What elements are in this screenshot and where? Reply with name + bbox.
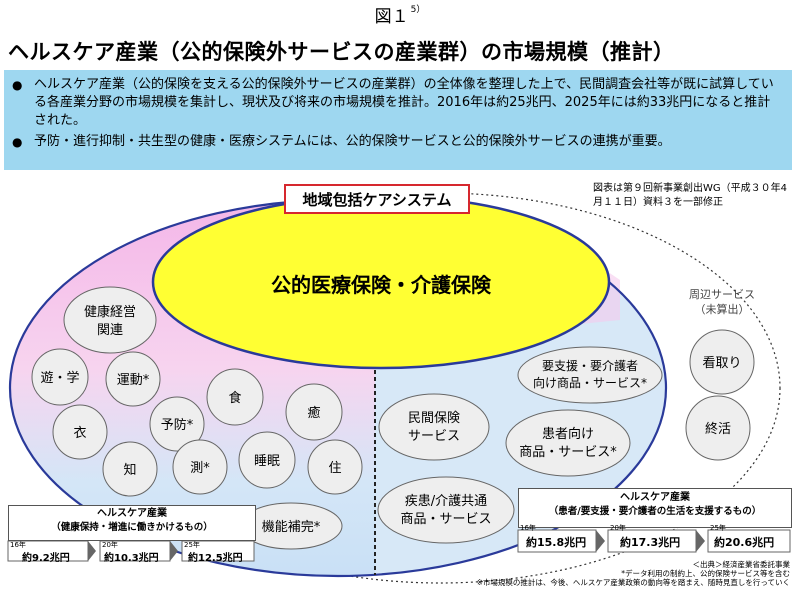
stats-right-value-2: 約17.3兆円 (620, 536, 681, 549)
stats-right-bars (517, 529, 791, 553)
item-patient-products-label-1: 患者向け (542, 426, 594, 442)
public-insurance-label: 公的医療保険・介護保険 (271, 273, 492, 297)
item-end-of-life-care: 看取り (689, 329, 755, 395)
summary-bullet-1: ヘルスケア産業（公的保険を支える公的保険外サービスの産業群）の全体像を整理した上… (12, 76, 782, 130)
figure-reference: 5） (410, 5, 426, 15)
stats-left-arrow-2 (170, 541, 178, 561)
item-function-support-label: 機能補完* (262, 520, 321, 535)
stats-right-value-1: 約15.8兆円 (526, 536, 587, 549)
item-housing: 住 (307, 439, 363, 495)
peripheral-label-1: 周辺サービス (689, 288, 755, 301)
item-knowledge-label: 知 (123, 462, 136, 478)
item-housing-label: 住 (328, 461, 341, 476)
stats-left-year-1: 16年 (10, 541, 26, 549)
stats-left-value-1: 約9.2兆円 (22, 553, 70, 564)
stats-right-subtitle: （患者/要支援・要介護者の生活を支援するもの） (519, 504, 791, 518)
source-note: 図表は第９回新事業創出WG（平成３０年4月１１日）資料３を一部修正 (593, 183, 787, 208)
stats-left-subtitle: （健康保持・増進に働きかけるもの） (9, 520, 255, 534)
stats-right-arrow-1 (596, 530, 605, 552)
summary-panel: ヘルスケア産業（公的保険を支える公的保険外サービスの産業群）の全体像を整理した上… (4, 70, 792, 170)
system-label: 地域包括ケアシステム (303, 191, 452, 209)
stats-left-value-2: 約10.3兆円 (104, 553, 159, 564)
peripheral-label-2: （未算出） (695, 302, 750, 316)
item-measurement-label: 測* (190, 461, 210, 476)
item-healing: 癒 (285, 383, 343, 441)
item-prevention-label: 予防* (161, 417, 194, 433)
item-private-insurance-label-1: 民間保険 (408, 411, 460, 426)
stats-left-arrow-1 (88, 541, 96, 561)
item-sleep: 睡眠 (238, 431, 296, 489)
stats-right-year-3: 25年 (710, 524, 726, 532)
item-measurement: 測* (172, 439, 228, 495)
stats-left-value-3: 約12.5兆円 (188, 553, 243, 564)
page-title: ヘルスケア産業（公的保険外サービスの産業群）の市場規模（推計） (8, 40, 675, 64)
item-health-management-label-1: 健康経営 (84, 304, 136, 320)
figure-number: 図１ (374, 7, 409, 27)
item-common-products-label-2: 商品・サービス (400, 512, 491, 527)
stats-right-arrow-2 (696, 530, 705, 552)
item-sleep-label: 睡眠 (254, 454, 280, 469)
item-healing-label: 癒 (307, 405, 320, 421)
system-label-box (284, 184, 470, 214)
item-common-products-label-1: 疾患/介護共通 (405, 493, 487, 509)
stats-right-value-3: 約20.6兆円 (714, 536, 775, 549)
stats-right-bar-3 (707, 529, 791, 553)
item-private-insurance-label-2: サービス (408, 429, 460, 444)
item-clothing: 衣 (52, 404, 108, 460)
item-food: 食 (206, 368, 264, 426)
stats-left-year-2: 20年 (102, 541, 118, 549)
stats-right-year-2: 20年 (610, 524, 626, 532)
peripheral-items: 看取り 終活 (685, 329, 755, 461)
item-function-support: 機能補完* (239, 502, 343, 550)
item-prevention: 予防* (149, 396, 205, 452)
item-end-of-life-planning-label: 終活 (705, 421, 731, 437)
item-clothing-label: 衣 (73, 425, 86, 441)
stats-left-year-3: 25年 (184, 541, 200, 549)
stats-right-box: ヘルスケア産業 （患者/要支援・要介護者の生活を支援するもの） (518, 488, 792, 528)
footnote-source: ＜出典＞経済産業省委託事業 (692, 560, 791, 569)
stats-left-title: ヘルスケア産業 (9, 506, 255, 520)
item-end-of-life-planning: 終活 (685, 395, 751, 461)
item-play-learn: 遊・学 (31, 348, 89, 406)
stats-left-box: ヘルスケア産業 （健康保持・増進に働きかけるもの） (8, 505, 256, 541)
footnote-asterisk: *データ利用の制約上、公的保険サービス等を含む (621, 569, 790, 578)
summary-bullet-2: 予防・進行抑制・共生型の健康・医療システムには、公的保険サービスと公的保険外サー… (12, 133, 782, 151)
item-care-products-label-2: 向け商品・サービス* (533, 375, 647, 390)
stats-left-bars (7, 540, 255, 562)
item-knowledge: 知 (102, 441, 158, 497)
stats-left-bar-3 (181, 540, 255, 562)
item-health-management-label-2: 関連 (97, 323, 123, 338)
item-exercise-label: 運動* (117, 373, 150, 388)
item-patient-products-label-2: 商品・サービス* (519, 445, 617, 460)
item-exercise: 運動* (105, 351, 161, 407)
stats-right-title: ヘルスケア産業 (519, 489, 791, 504)
stats-right-year-1: 16年 (520, 524, 536, 532)
item-play-learn-label: 遊・学 (40, 370, 79, 386)
item-care-products-label-1: 要支援・要介護者 (542, 358, 638, 373)
item-end-of-life-care-label: 看取り (702, 355, 741, 371)
footnote-revision: ※市場規模の推計は、今後、ヘルスケア産業政策の動向等を踏まえ、随時見直しを行って… (476, 578, 790, 587)
item-food-label: 食 (228, 390, 241, 406)
